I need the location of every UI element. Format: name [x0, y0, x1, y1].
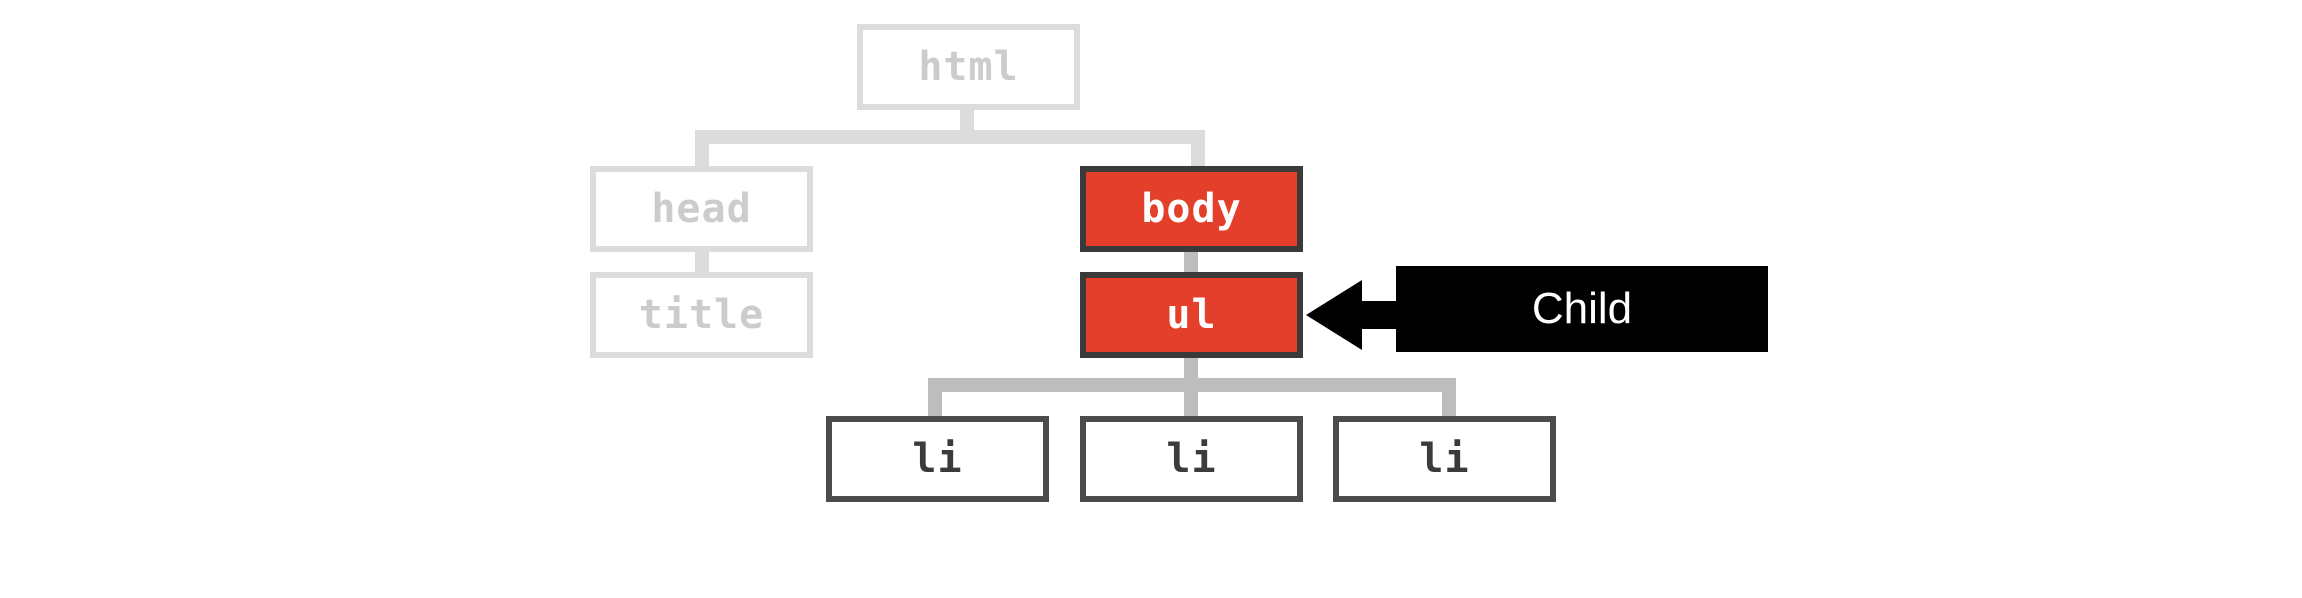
active-connectors: [928, 252, 1456, 420]
node-head-label: head: [651, 186, 752, 232]
faded-connectors: [695, 110, 1205, 274]
callout-arrowhead: [1306, 280, 1362, 350]
connector-head-title: [695, 252, 709, 274]
node-li-2-label: li: [1166, 436, 1217, 482]
node-ul-label: ul: [1166, 292, 1217, 338]
node-title: title: [590, 272, 813, 358]
node-body-label: body: [1141, 186, 1242, 232]
node-li-1-label: li: [912, 436, 963, 482]
connector-li1-drop: [928, 378, 942, 420]
node-li-2: li: [1080, 416, 1303, 502]
node-body: body: [1080, 166, 1303, 252]
node-head: head: [590, 166, 813, 252]
node-html-label: html: [918, 44, 1019, 90]
connector-li2-drop: [1184, 378, 1198, 420]
connector-li3-drop: [1442, 378, 1456, 420]
node-html: html: [857, 24, 1080, 110]
connector-body-drop: [1191, 130, 1205, 168]
connector-html-stem: [960, 110, 974, 136]
child-callout-label: Child: [1531, 284, 1633, 333]
connector-html-bar: [695, 130, 1205, 144]
child-callout: Child: [1396, 266, 1768, 352]
node-ul: ul: [1080, 272, 1303, 358]
node-li-1: li: [826, 416, 1049, 502]
node-li-3-label: li: [1419, 436, 1470, 482]
connector-head-drop: [695, 130, 709, 168]
node-title-label: title: [638, 292, 765, 338]
connector-body-ul: [1184, 252, 1198, 274]
callout-arrow-stem: [1359, 301, 1399, 329]
node-li-3: li: [1333, 416, 1556, 502]
